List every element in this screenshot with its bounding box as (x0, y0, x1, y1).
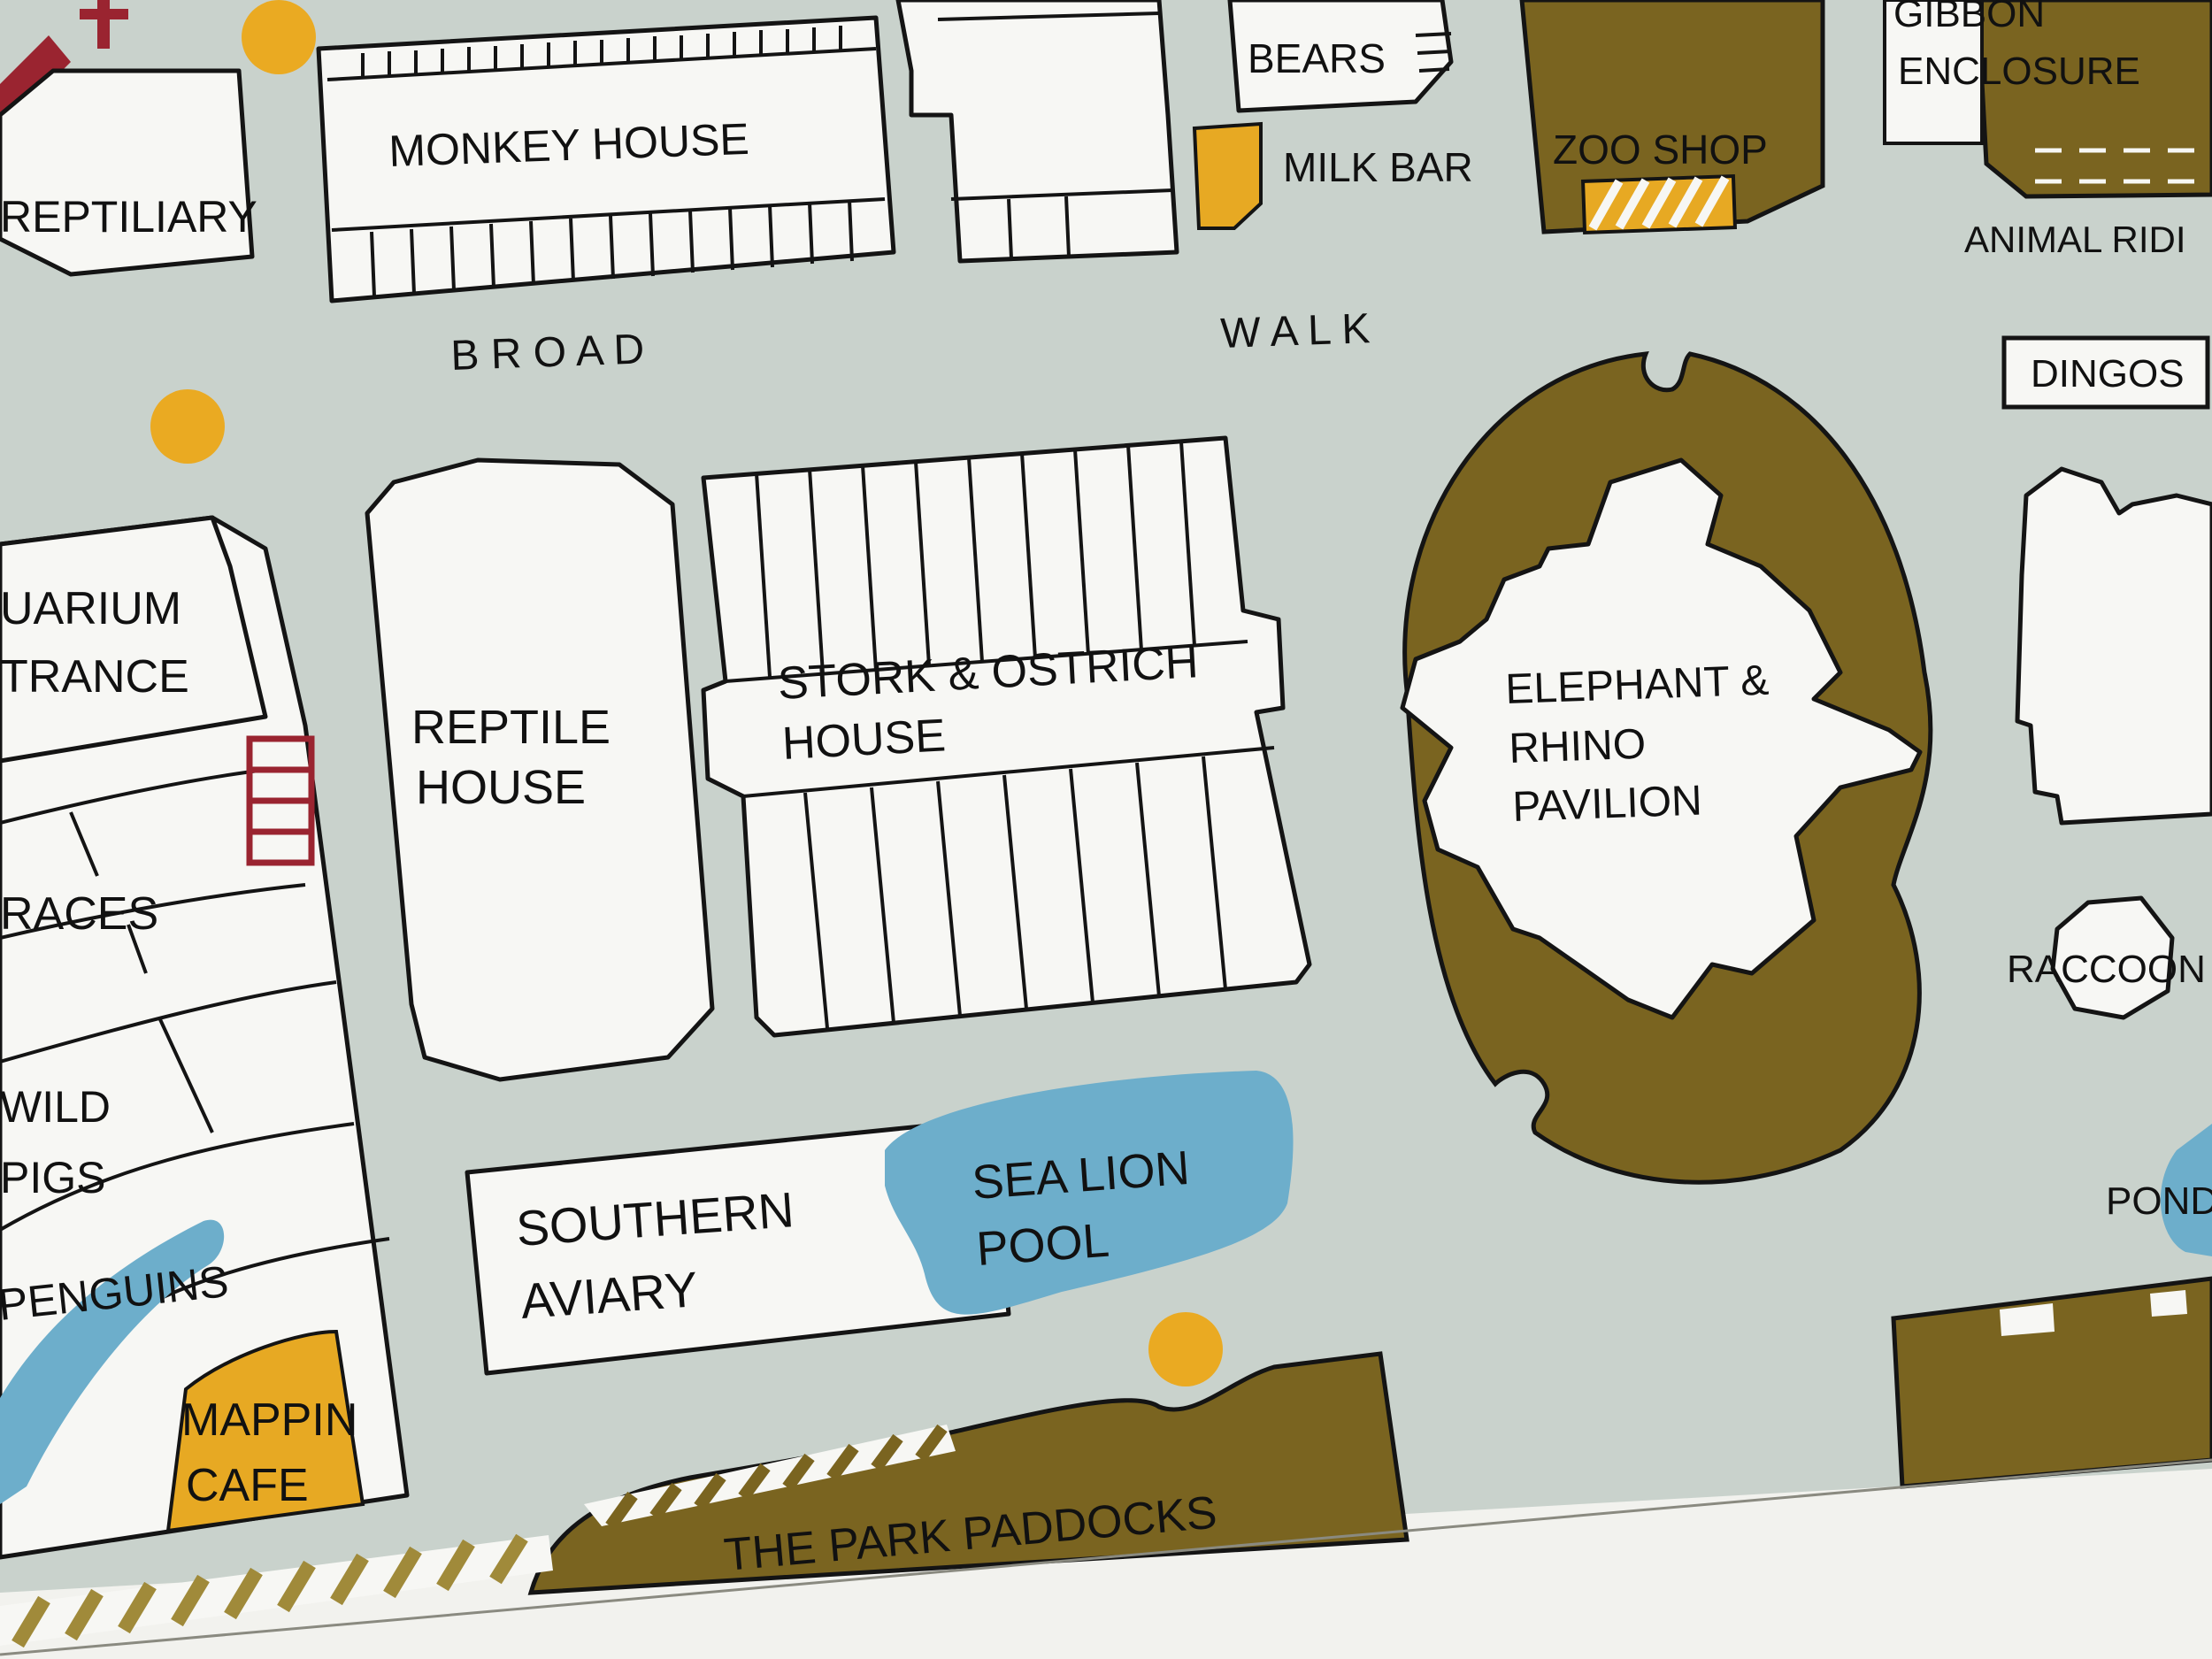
raccoons-label: RACCOON (2007, 948, 2206, 991)
info-marker[interactable] (150, 389, 225, 464)
milk-bar[interactable]: MILK BAR (1192, 121, 1473, 230)
sign-frame-edge (0, 1458, 2212, 1656)
monkey-house-building[interactable]: MONKEY HOUSE (316, 15, 896, 303)
reptile-house-building[interactable]: REPTILE HOUSE (365, 457, 715, 1082)
monkey-house-cages-top (361, 26, 842, 78)
zoo-shop-hatching (1588, 175, 1730, 231)
gibbon-enclosure[interactable]: GIBBON ENCLOSURE (1883, 0, 2212, 199)
gibbon-dashes (2035, 148, 2194, 184)
animal-riding-label: ANIMAL RIDI (1964, 219, 2185, 260)
sign-margin (0, 1469, 2212, 1659)
bears-enclosure[interactable]: BEARS (1227, 0, 1454, 113)
elephant-rhino-label-line2: RHINO (1509, 721, 1647, 772)
paddock-hatching (605, 1424, 948, 1531)
broad-walk-label-part1: B R O A D (450, 326, 645, 380)
elephant-rhino-label-line1: ELEPHANT & (1505, 657, 1770, 713)
wild-pigs-label-line2: PIGS (0, 1153, 105, 1202)
gibbon-house (1883, 0, 1984, 145)
pond-label: POND (2106, 1179, 2212, 1223)
red-arrow-marker (0, 0, 128, 115)
reptiliary-label: REPTILIARY (0, 192, 257, 242)
elephant-rhino-label-line3: PAVILION (1512, 778, 1703, 831)
stork-ostrich-house-building[interactable]: STORK & OSTRICH HOUSE (701, 435, 1312, 1038)
gibbon-label-line1: GIBBON (1893, 0, 2045, 35)
stork-ostrich-label-line2: HOUSE (781, 710, 948, 770)
pond[interactable]: POND (2106, 1124, 2212, 1256)
mappin-cafe[interactable]: MAPPIN CAFE (165, 1329, 365, 1533)
monkey-house-cages-bottom (370, 199, 854, 297)
broad-walk-label-part2: W A L K (1220, 305, 1371, 357)
bears-steps (1415, 32, 1452, 73)
reptiliary-enclosure[interactable]: REPTILIARY (0, 68, 257, 277)
small-animal-houses[interactable] (895, 0, 1179, 264)
reptile-house-label-line1: REPTILE (411, 701, 611, 754)
elephant-rhino-pavilion[interactable]: ELEPHANT & RHINO PAVILION (1400, 351, 1933, 1185)
wild-pigs-label-line1: WILD (0, 1082, 111, 1132)
zoo-shop-label: ZOO SHOP (1553, 127, 1768, 173)
right-paddock-gate (2000, 1303, 2055, 1336)
dingos-enclosure[interactable]: DINGOS (2001, 335, 2210, 410)
bears-label: BEARS (1248, 35, 1386, 81)
aquarium-label-line1: UARIUM (0, 583, 181, 634)
paddock-hatched-path (584, 1425, 956, 1526)
dingos-label: DINGOS (2031, 352, 2185, 396)
gibbon-label-line2: ENCLOSURE (1898, 50, 2140, 93)
stork-ostrich-pens-bottom (803, 756, 1227, 1029)
milk-bar-label: MILK BAR (1283, 144, 1473, 190)
zoo-shop[interactable]: ZOO SHOP (1519, 0, 1825, 235)
raccoons-enclosure[interactable]: RACCOON (2007, 895, 2206, 1020)
southern-aviary-label-line2: AVIARY (518, 1261, 699, 1329)
right-paddock-gate (2150, 1290, 2187, 1317)
mappin-cafe-label-line2: CAFE (186, 1460, 309, 1511)
info-marker[interactable] (242, 0, 316, 74)
right-edge-building[interactable] (2015, 466, 2212, 826)
bottom-border-hatching (0, 1533, 553, 1648)
stairs-marker-steps (250, 766, 311, 835)
southern-aviary-building[interactable]: SOUTHERN AVIARY (465, 1117, 1011, 1376)
reptile-house-label-line2: HOUSE (416, 761, 586, 814)
right-paddock[interactable] (1891, 1276, 2212, 1489)
mappin-cafe-label-line1: MAPPIN (181, 1394, 357, 1446)
stork-ostrich-pens-top (755, 441, 1196, 678)
aquarium-label-line2: TRANCE (0, 651, 189, 703)
info-marker[interactable] (1148, 1312, 1223, 1386)
sea-lion-pool[interactable]: SEA LION POOL (885, 1071, 1294, 1315)
sea-lion-pool-label-line2: POOL (975, 1214, 1111, 1276)
terraces-label: RACES (0, 888, 158, 940)
